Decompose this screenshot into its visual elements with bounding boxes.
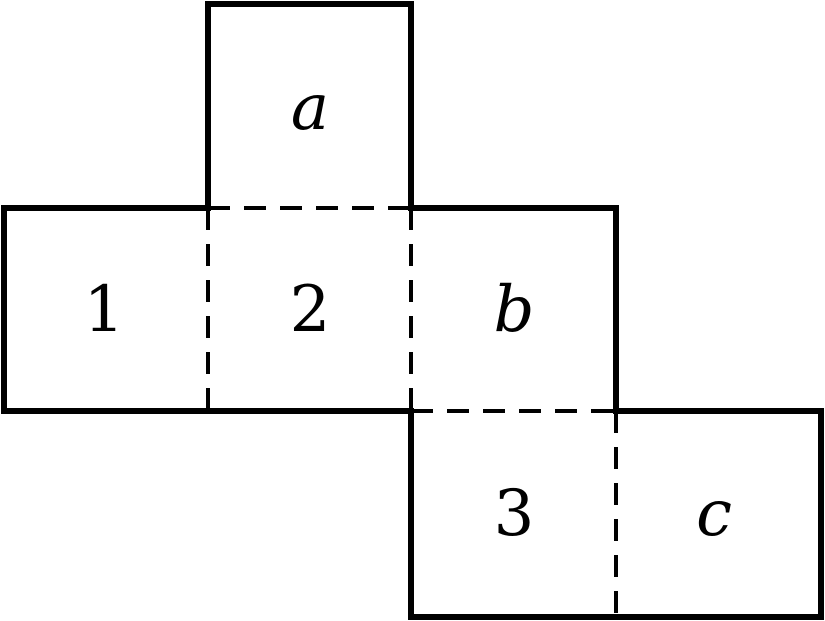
- face-label-2: 2: [290, 273, 331, 347]
- face-label-3: 3: [494, 477, 535, 551]
- face-label-c: c: [696, 477, 732, 551]
- face-label-b: b: [494, 273, 535, 347]
- face-label-a: a: [291, 71, 329, 145]
- face-label-1: 1: [84, 273, 125, 347]
